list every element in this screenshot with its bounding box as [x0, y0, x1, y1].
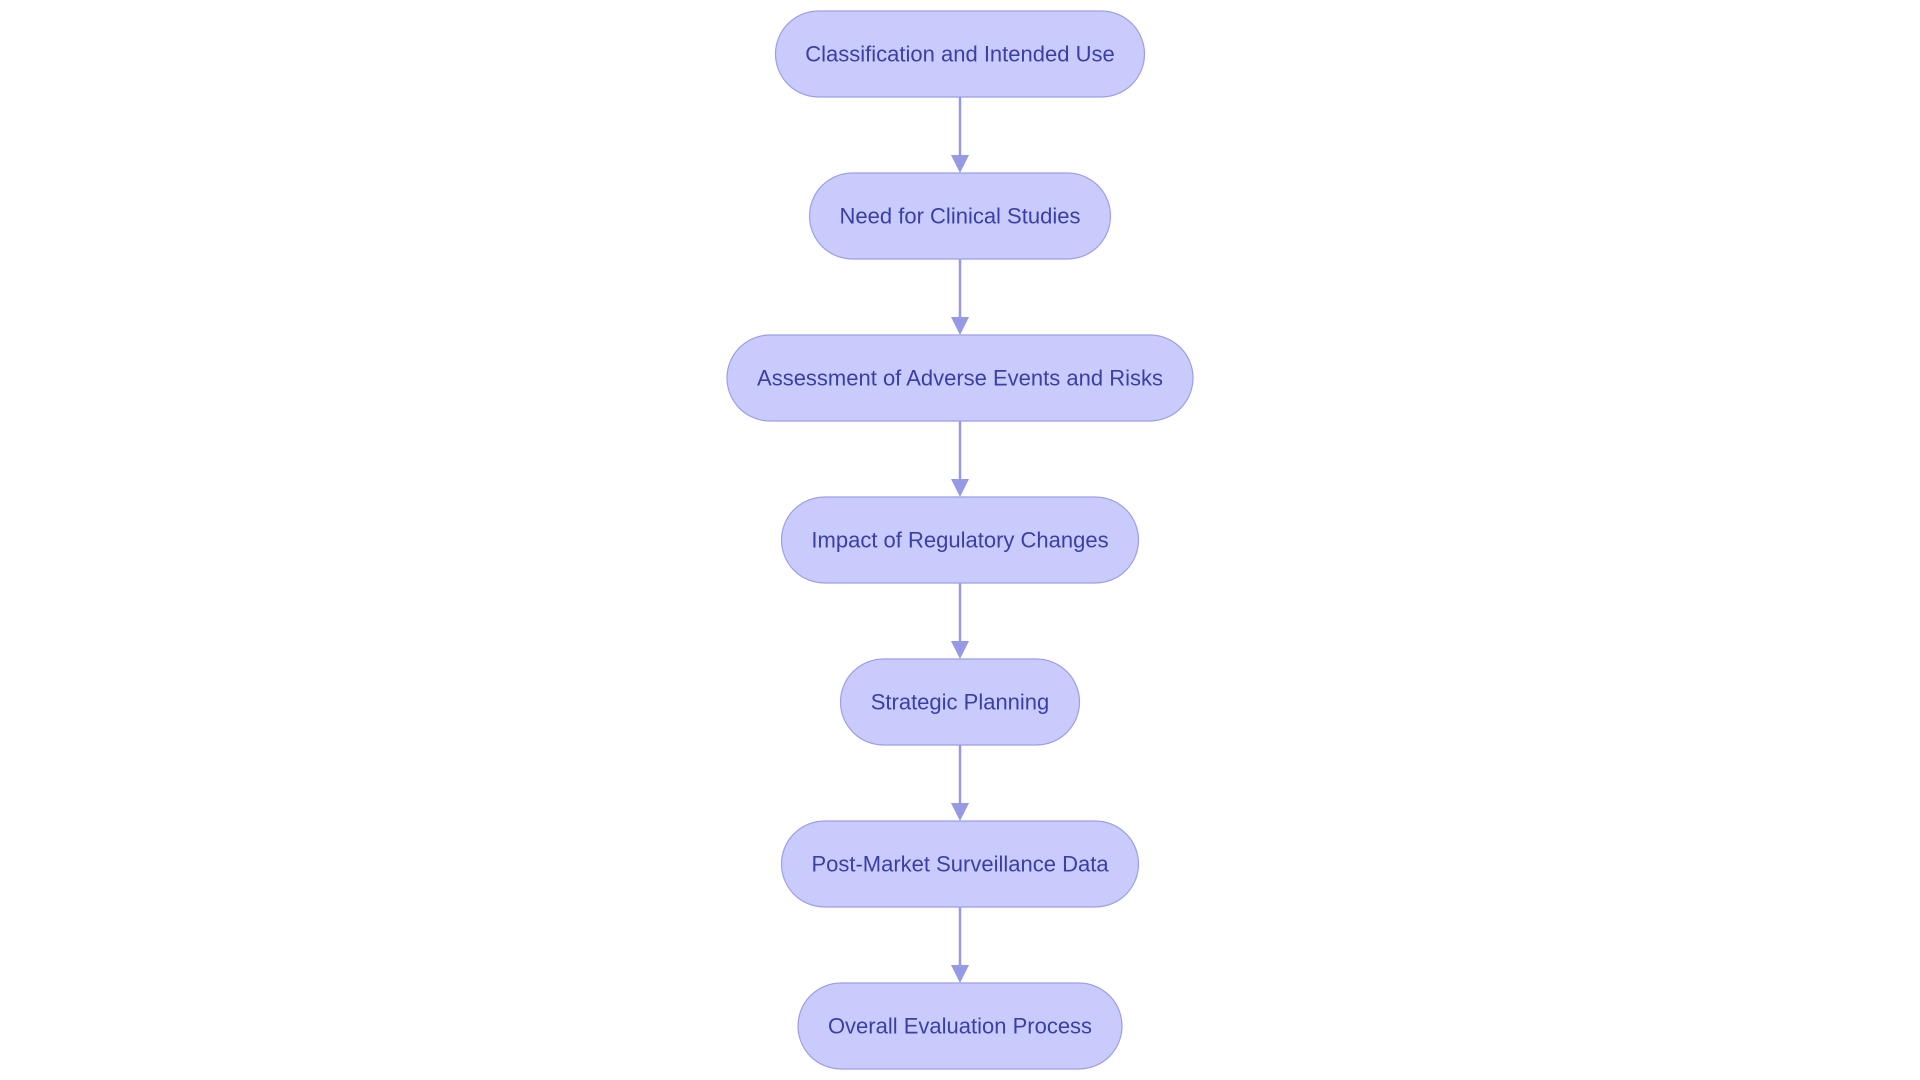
- node-label: Overall Evaluation Process: [828, 1014, 1092, 1039]
- node-label: Need for Clinical Studies: [840, 204, 1081, 229]
- node-box: [726, 334, 1194, 422]
- flow-node: Impact of Regulatory Changes: [780, 496, 1140, 584]
- node-box: [780, 820, 1140, 908]
- arrow-head-icon: [951, 803, 969, 821]
- node-label: Classification and Intended Use: [805, 42, 1114, 67]
- flow-node: Post-Market Surveillance Data: [780, 820, 1140, 908]
- edges-layer: [951, 97, 969, 983]
- arrow-head-icon: [951, 317, 969, 335]
- flow-node: Strategic Planning: [839, 658, 1081, 746]
- node-box: [808, 172, 1112, 260]
- arrow-head-icon: [951, 479, 969, 497]
- flow-node: Need for Clinical Studies: [808, 172, 1112, 260]
- node-box: [780, 496, 1140, 584]
- arrow-head-icon: [951, 965, 969, 983]
- flow-node: Classification and Intended Use: [774, 10, 1146, 98]
- node-box: [839, 658, 1081, 746]
- flow-node: Assessment of Adverse Events and Risks: [726, 334, 1194, 422]
- arrow-head-icon: [951, 155, 969, 173]
- node-box: [774, 10, 1146, 98]
- node-label: Impact of Regulatory Changes: [811, 528, 1108, 553]
- node-box: [797, 982, 1123, 1070]
- node-label: Assessment of Adverse Events and Risks: [757, 366, 1163, 391]
- arrow-head-icon: [951, 641, 969, 659]
- node-label: Post-Market Surveillance Data: [811, 852, 1109, 877]
- flow-node: Overall Evaluation Process: [797, 982, 1123, 1070]
- node-label: Strategic Planning: [871, 690, 1050, 715]
